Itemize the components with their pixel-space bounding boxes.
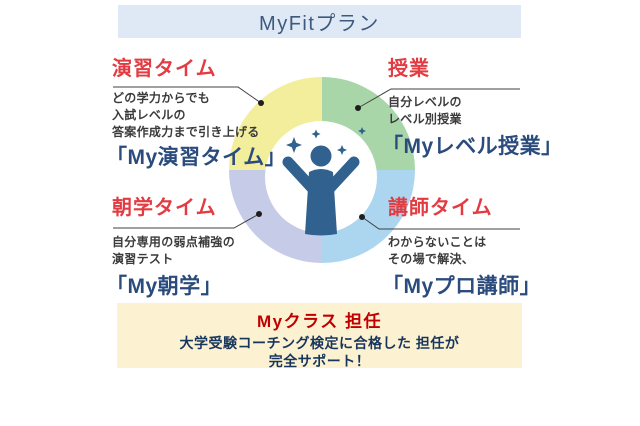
section-my-label: 「Myレベル授業」 bbox=[382, 135, 563, 158]
footer-text: 大学受験コーチング検定に合格した 担任が 完全サポート！ bbox=[179, 335, 460, 369]
connector-line bbox=[361, 216, 520, 230]
title-banner: MyFitプラン bbox=[118, 5, 521, 38]
section-heading: 講師タイム bbox=[388, 197, 493, 219]
connector-lines bbox=[113, 86, 520, 230]
section-instructor-time: 講師タイム わからないことは その場で解決、 「Myプロ講師」 bbox=[382, 196, 566, 300]
person-arms-raised-icon bbox=[282, 145, 360, 236]
connector-line bbox=[357, 88, 520, 109]
section-morning-study: 朝学タイム 自分専用の弱点補強の 演習テスト 「My朝学」 bbox=[106, 196, 290, 300]
connector-line bbox=[113, 86, 262, 104]
section-description: わからないことは その場で解決、 bbox=[388, 235, 487, 266]
sparkles bbox=[286, 127, 366, 155]
sparkle-icon bbox=[337, 145, 347, 155]
page-title: MyFitプラン bbox=[259, 13, 380, 35]
sparkle-icon bbox=[286, 137, 302, 153]
section-my-label: 「My演習タイム」 bbox=[106, 146, 287, 169]
connector-line bbox=[113, 213, 260, 229]
connector-dots bbox=[256, 100, 365, 220]
section-heading: 演習タイム bbox=[112, 58, 217, 80]
section-description: 自分専用の弱点補強の 演習テスト bbox=[112, 235, 236, 266]
section-my-label: 「Myプロ講師」 bbox=[382, 275, 542, 298]
connector-dot bbox=[355, 105, 361, 111]
sparkle-icon bbox=[358, 127, 366, 135]
section-practice-time: 演習タイム どの学力からでも 入試レベルの 答案作成力まで引き上げる 「My演習… bbox=[106, 57, 290, 171]
section-my-label: 「My朝学」 bbox=[106, 275, 223, 298]
section-heading: 授業 bbox=[388, 58, 430, 80]
connector-dot bbox=[258, 100, 264, 106]
section-description: 自分レベルの レベル別授業 bbox=[388, 95, 462, 126]
section-description: どの学力からでも 入試レベルの 答案作成力まで引き上げる bbox=[112, 91, 260, 139]
connector-dot bbox=[256, 211, 262, 217]
connector-dot bbox=[359, 214, 365, 220]
class-teacher-panel: Myクラス 担任 大学受験コーチング検定に合格した 担任が 完全サポート！ bbox=[117, 303, 522, 369]
section-heading: 朝学タイム bbox=[112, 197, 217, 219]
sparkle-icon bbox=[311, 129, 321, 139]
footer-heading: Myクラス 担任 bbox=[257, 312, 382, 331]
section-lesson: 授業 自分レベルの レベル別授業 「Myレベル授業」 bbox=[382, 57, 566, 160]
